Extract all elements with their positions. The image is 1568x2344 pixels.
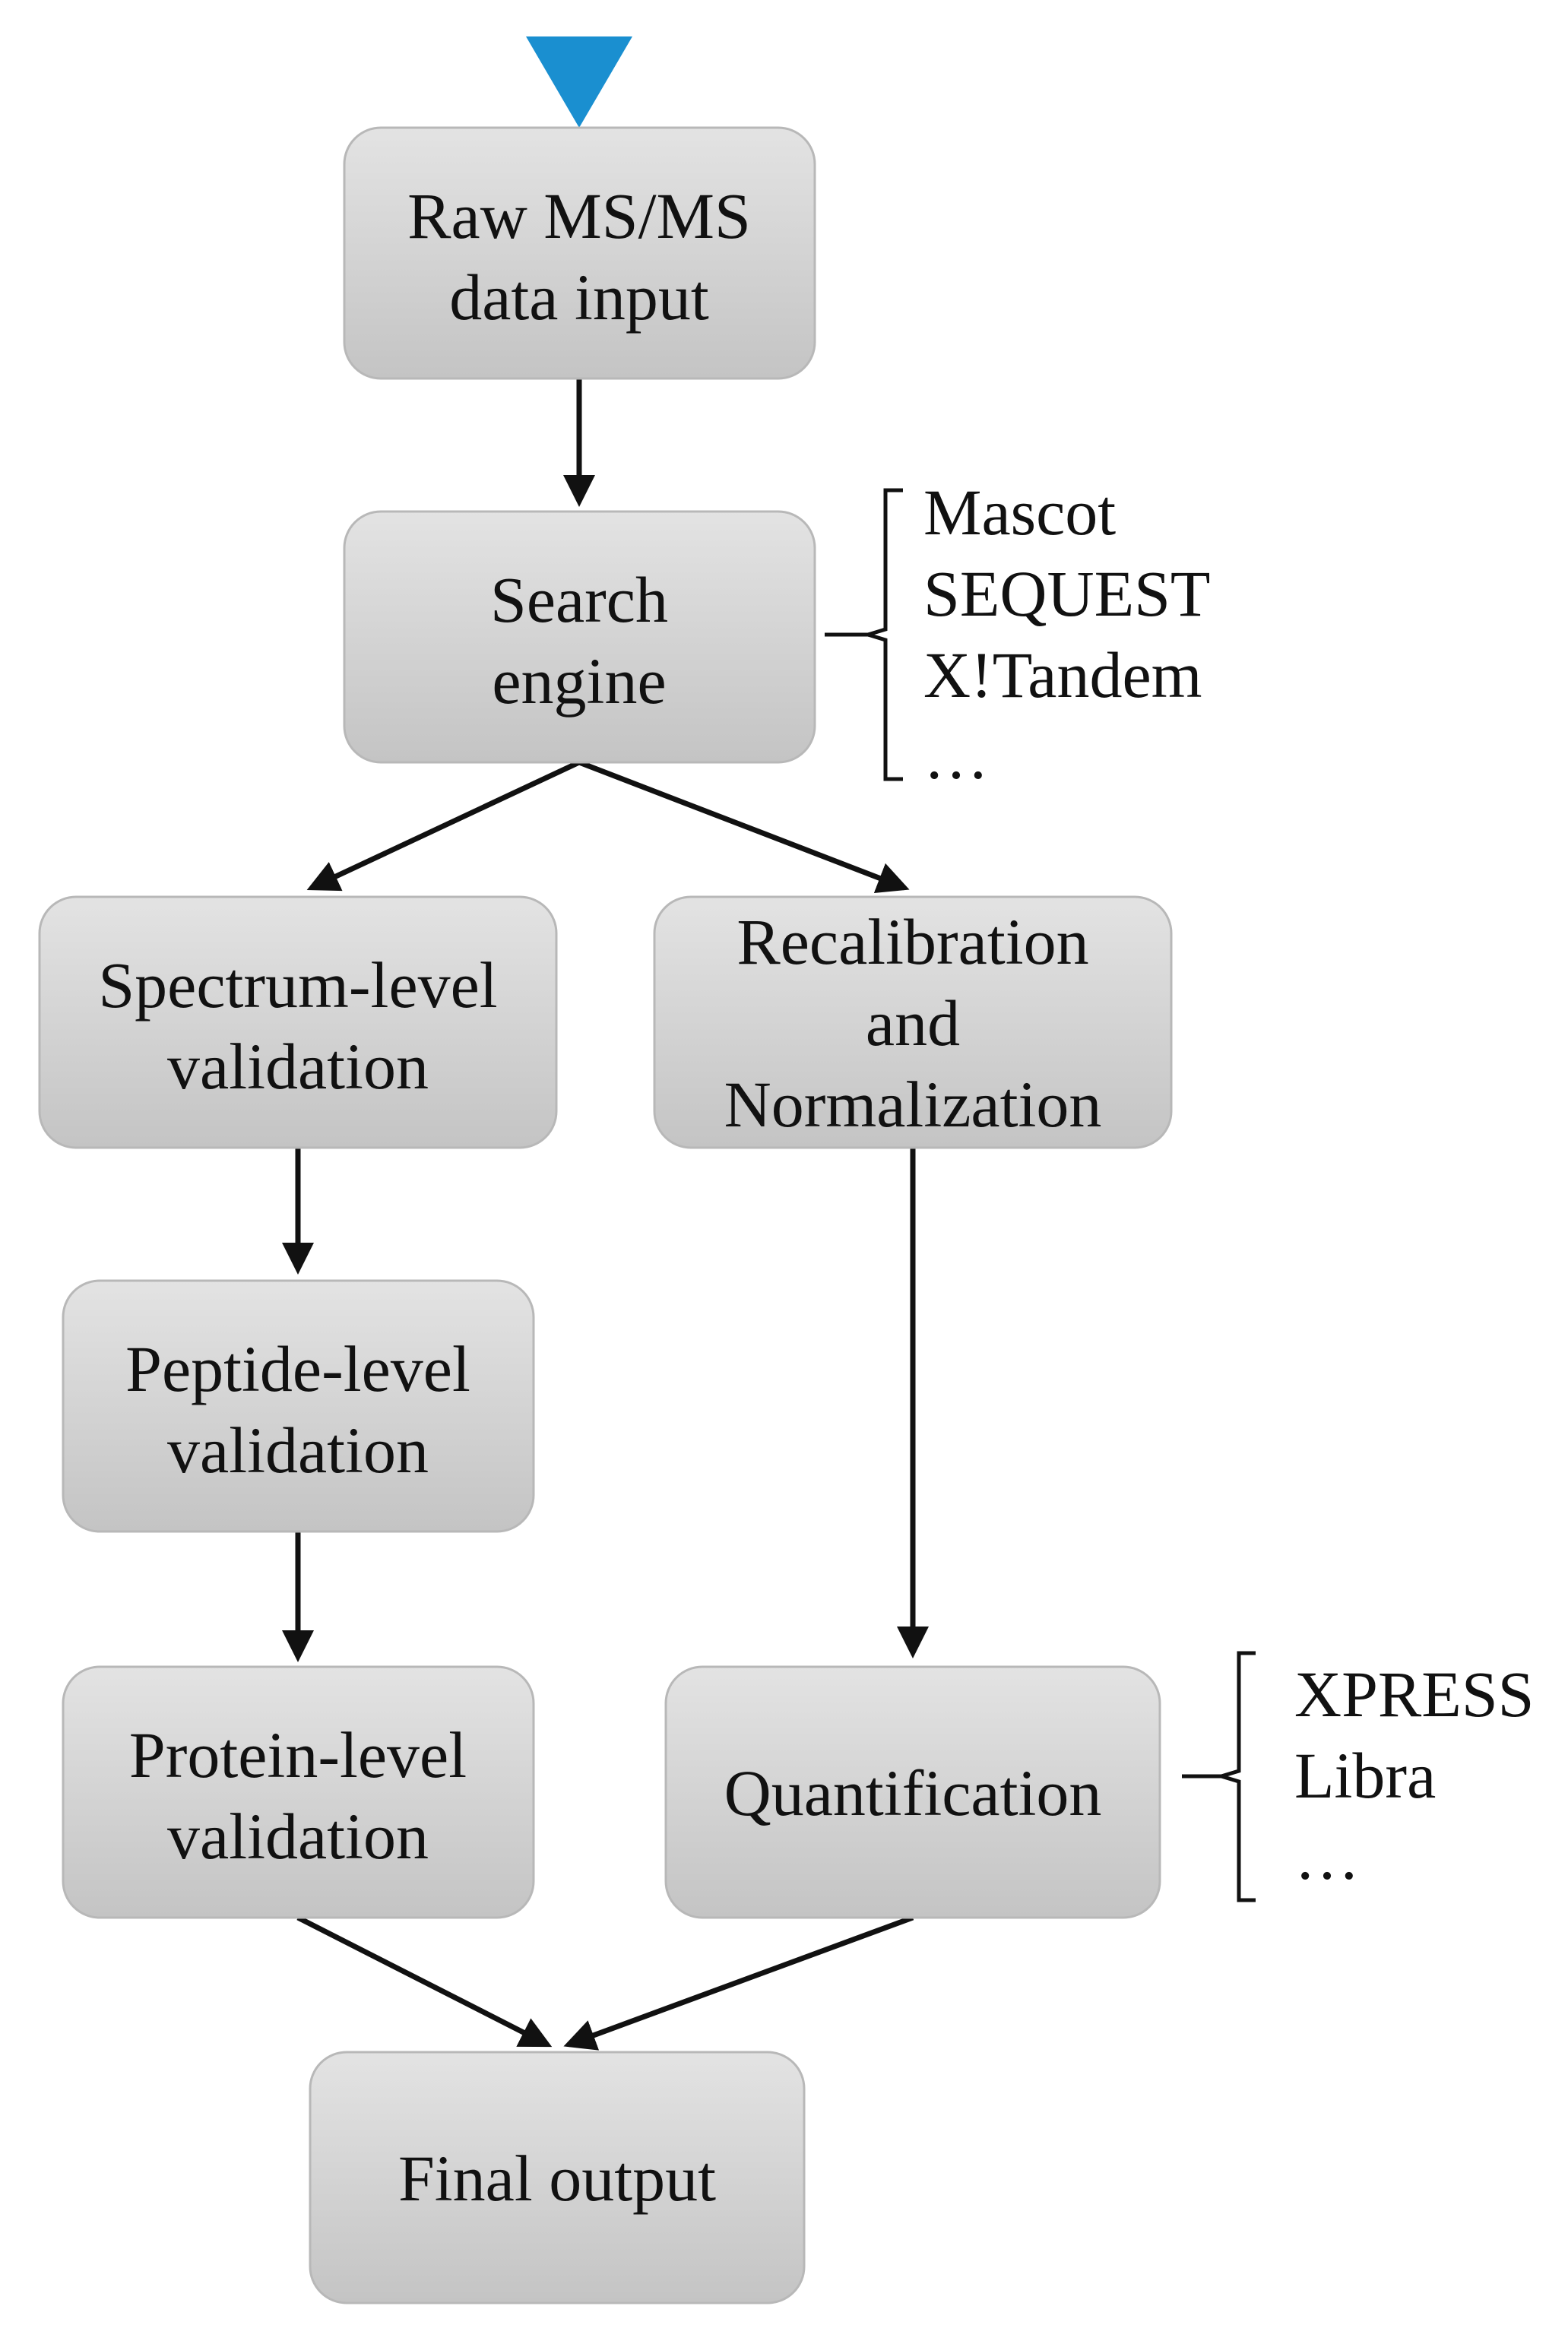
peptide-validation-label-line1: Peptide-level <box>125 1332 470 1405</box>
arrow-protein-to-final <box>296 1915 553 2048</box>
search-engine-label-line2: engine <box>492 645 666 717</box>
quantification-box: Quantification <box>664 1665 1161 1919</box>
protein-level-validation-box: Protein-level validation <box>62 1665 535 1919</box>
protein-validation-label-line2: validation <box>167 1800 429 1873</box>
spectrum-validation-label-line1: Spectrum-level <box>98 949 497 1022</box>
arrow-search-to-spectrum <box>306 759 581 892</box>
search-engine-option-mascot: Mascot <box>923 476 1116 549</box>
quantification-label: Quantification <box>724 1756 1102 1829</box>
recalibration-normalization-box: Recalibration and Normalization <box>653 895 1173 1149</box>
raw-data-input-label-line2: data input <box>449 261 709 334</box>
recalibration-label-line2: and <box>866 987 960 1060</box>
search-engine-option-xtandem: X!Tandem <box>923 638 1202 711</box>
protein-validation-label-line1: Protein-level <box>129 1718 467 1791</box>
quant-tool-more: … <box>1294 1820 1360 1893</box>
spectrum-validation-label-line2: validation <box>167 1030 429 1103</box>
peptide-validation-label-line2: validation <box>167 1414 429 1487</box>
search-engine-option-more: … <box>923 720 989 793</box>
arrow-quantification-to-final <box>563 1915 914 2051</box>
arrow-search-to-recalibration <box>578 759 910 894</box>
search-engine-option-sequest: SEQUEST <box>923 557 1210 630</box>
search-engines-brace <box>825 488 903 781</box>
quant-tool-libra: Libra <box>1294 1739 1436 1812</box>
final-output-box: Final output <box>309 2051 806 2304</box>
quant-tool-xpress: XPRESS <box>1294 1658 1535 1731</box>
start-marker <box>526 36 632 128</box>
final-output-label: Final output <box>398 2142 716 2215</box>
peptide-level-validation-box: Peptide-level validation <box>62 1279 535 1533</box>
quant-tools-brace <box>1182 1651 1256 1902</box>
raw-data-input-label-line1: Raw MS/MS <box>407 179 751 252</box>
recalibration-label-line3: Normalization <box>724 1068 1102 1141</box>
recalibration-label-line1: Recalibration <box>736 905 1088 978</box>
raw-data-input-box: Raw MS/MS data input <box>343 126 816 380</box>
search-engine-label-line1: Search <box>490 563 668 636</box>
spectrum-level-validation-box: Spectrum-level validation <box>38 895 558 1149</box>
search-engine-box: Search engine <box>343 510 816 764</box>
